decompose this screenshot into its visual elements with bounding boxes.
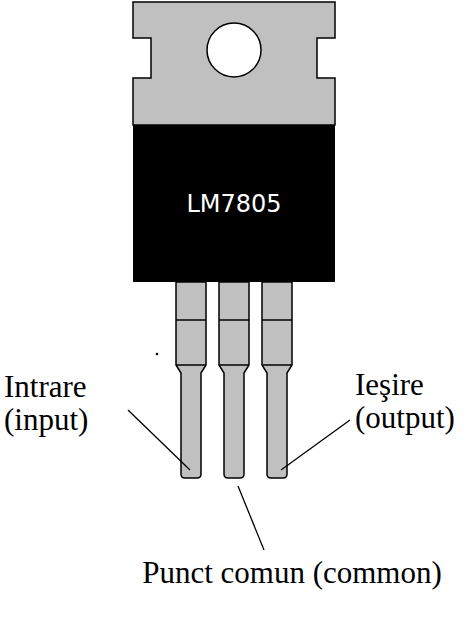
input-lead (176, 282, 206, 478)
common-leader (238, 486, 264, 550)
bend-line (262, 364, 292, 366)
leads (176, 282, 292, 478)
stray-dot (156, 353, 159, 356)
input-label: Intrare (input) (4, 370, 122, 436)
bend-line (219, 319, 249, 321)
bend-line (176, 319, 206, 321)
part-number: LM7805 (186, 190, 281, 218)
common-lead (219, 282, 249, 478)
mounting-hole (207, 23, 261, 77)
input-leader (128, 410, 190, 470)
bend-line (262, 319, 292, 321)
lead-bends (176, 320, 292, 365)
output-label: Ieşire (output) (355, 368, 465, 434)
regulator-body: LM7805 (133, 125, 335, 282)
output-lead (262, 282, 292, 478)
bend-line (176, 364, 206, 366)
bend-line (219, 364, 249, 366)
output-leader (281, 420, 350, 470)
mounting-tab (133, 2, 335, 125)
leader-lines (128, 410, 350, 550)
common-label: Punct comun (common) (120, 556, 464, 589)
